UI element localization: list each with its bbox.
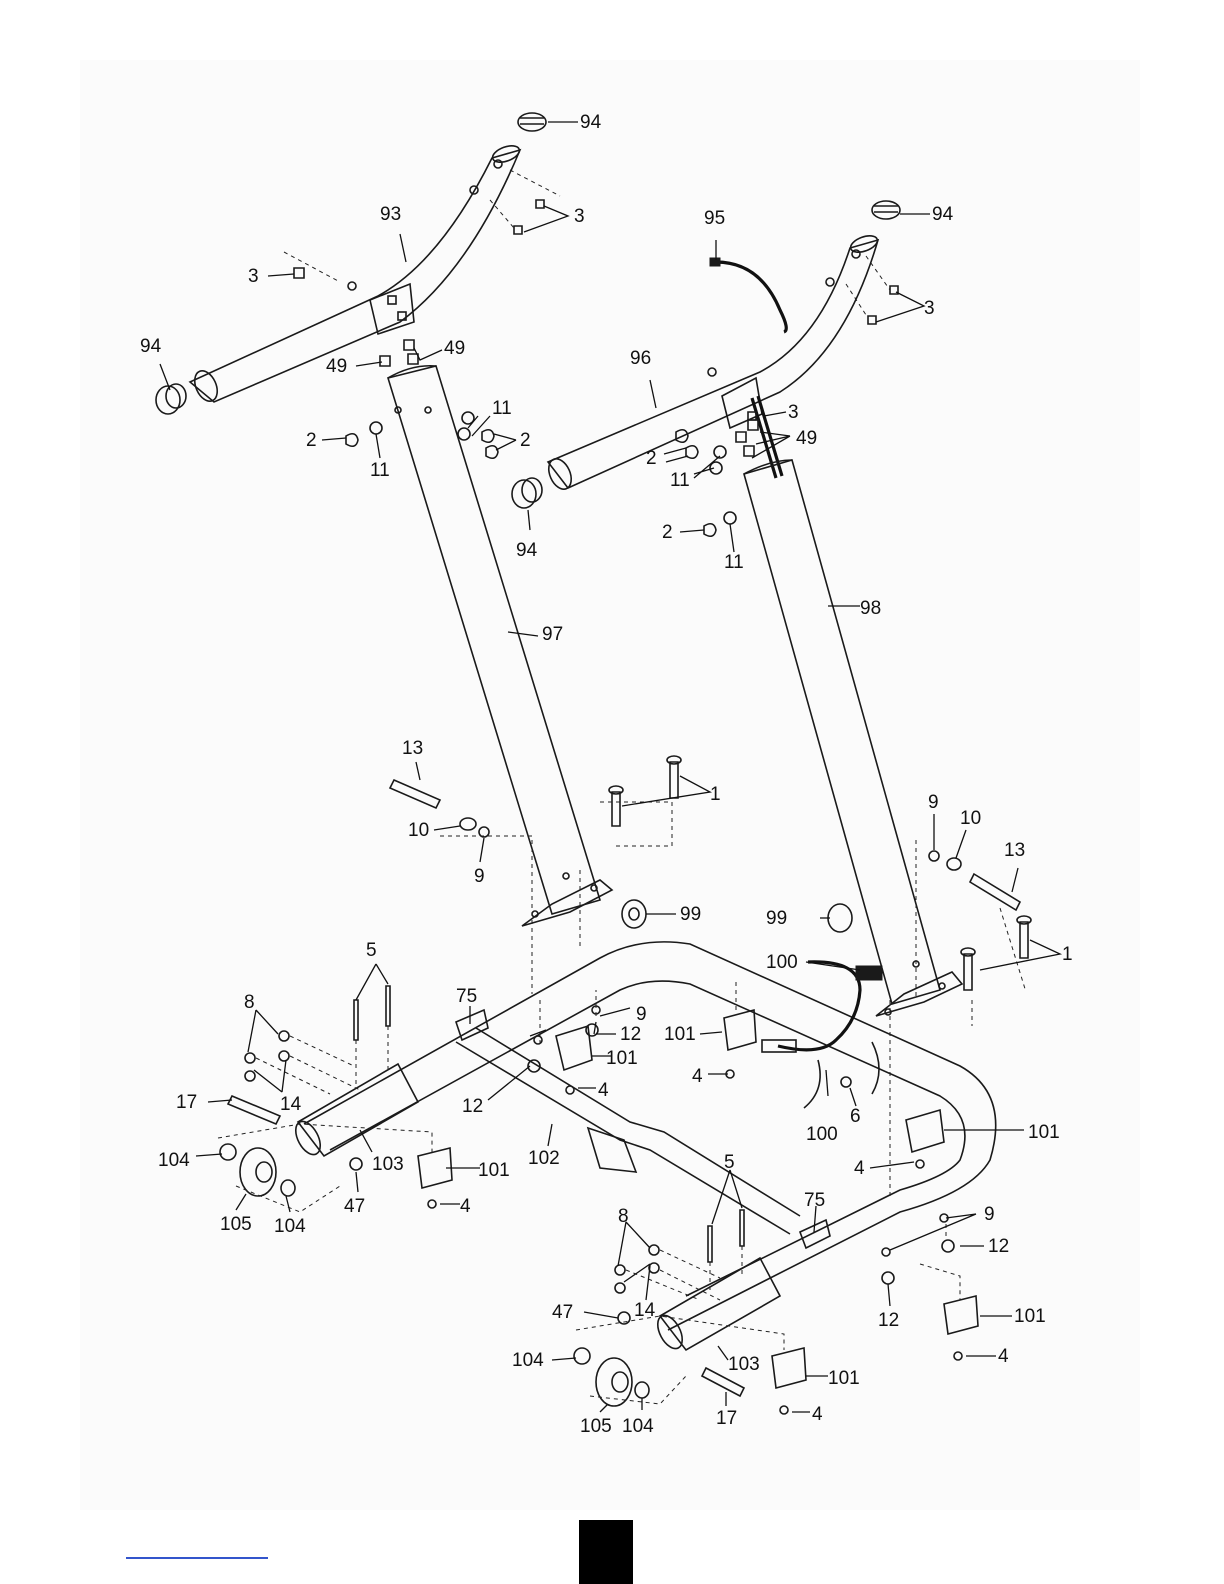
label-101: 101 xyxy=(1014,1306,1046,1327)
label-96: 96 xyxy=(630,348,651,369)
label-49: 49 xyxy=(444,338,465,359)
end-cap-94-left xyxy=(156,384,186,414)
label-75: 75 xyxy=(456,986,477,1007)
label-11: 11 xyxy=(492,398,512,419)
label-12: 12 xyxy=(988,1236,1009,1257)
crossbar-96 xyxy=(544,233,879,493)
label-12: 12 xyxy=(620,1024,641,1045)
end-cap-94-right xyxy=(512,478,542,508)
label-12: 12 xyxy=(462,1096,483,1117)
label-8: 8 xyxy=(244,992,255,1013)
label-4: 4 xyxy=(692,1066,703,1087)
label-99: 99 xyxy=(766,908,787,929)
label-2: 2 xyxy=(662,522,673,543)
label-11: 11 xyxy=(370,460,390,481)
label-102: 102 xyxy=(528,1148,560,1169)
label-17: 17 xyxy=(176,1092,197,1113)
label-98: 98 xyxy=(860,598,881,619)
label-13: 13 xyxy=(402,738,423,759)
label-94: 94 xyxy=(580,112,602,133)
label-9: 9 xyxy=(474,866,485,887)
label-105: 105 xyxy=(220,1214,252,1235)
label-6: 6 xyxy=(850,1106,861,1127)
label-99: 99 xyxy=(680,904,701,925)
label-104: 104 xyxy=(158,1150,190,1171)
label-11: 11 xyxy=(724,552,744,573)
label-12: 12 xyxy=(878,1310,899,1331)
label-94: 94 xyxy=(140,336,162,357)
label-9: 9 xyxy=(636,1004,647,1025)
label-4: 4 xyxy=(854,1158,865,1179)
assembly-guides-base xyxy=(218,980,960,1404)
label-1: 1 xyxy=(710,784,721,805)
label-93: 93 xyxy=(380,204,401,225)
upright-98 xyxy=(744,460,962,1016)
label-101: 101 xyxy=(664,1024,696,1045)
label-95: 95 xyxy=(704,208,725,229)
hardware-top xyxy=(294,200,898,536)
label-10: 10 xyxy=(960,808,981,829)
label-10: 10 xyxy=(408,820,429,841)
label-13: 13 xyxy=(1004,840,1025,861)
label-1: 1 xyxy=(1062,944,1073,965)
label-14: 14 xyxy=(634,1300,656,1321)
label-100: 100 xyxy=(766,952,798,973)
label-2: 2 xyxy=(306,430,317,451)
label-94: 94 xyxy=(932,204,954,225)
label-75: 75 xyxy=(804,1190,825,1211)
label-9: 9 xyxy=(928,792,939,813)
disc-99-left xyxy=(622,900,646,928)
label-4: 4 xyxy=(598,1080,609,1101)
crossbar-93 xyxy=(190,143,522,405)
part-labels: 94 94 3 93 3 95 3 94 49 49 96 11 3 2 2 4… xyxy=(140,112,1073,1437)
label-105: 105 xyxy=(580,1416,612,1437)
label-2: 2 xyxy=(646,448,657,469)
page-number-tab xyxy=(579,1520,633,1584)
label-14: 14 xyxy=(280,1094,302,1115)
label-5: 5 xyxy=(724,1152,735,1173)
label-4: 4 xyxy=(812,1404,823,1425)
label-47: 47 xyxy=(344,1196,365,1217)
label-3: 3 xyxy=(248,266,259,287)
label-103: 103 xyxy=(728,1354,760,1375)
label-2: 2 xyxy=(520,430,531,451)
label-47: 47 xyxy=(552,1302,573,1323)
label-101: 101 xyxy=(478,1160,510,1181)
label-104: 104 xyxy=(274,1216,306,1237)
label-17: 17 xyxy=(716,1408,737,1429)
label-11: 11 xyxy=(670,470,690,491)
label-104: 104 xyxy=(512,1350,544,1371)
label-4: 4 xyxy=(998,1346,1009,1367)
label-3: 3 xyxy=(788,402,799,423)
label-3: 3 xyxy=(574,206,585,227)
end-cap-94-top-left xyxy=(518,113,546,131)
label-8: 8 xyxy=(618,1206,629,1227)
label-104: 104 xyxy=(622,1416,654,1437)
label-101: 101 xyxy=(606,1048,638,1069)
label-5: 5 xyxy=(366,940,377,961)
label-49: 49 xyxy=(326,356,347,377)
label-49: 49 xyxy=(796,428,817,449)
end-cap-94-top-right xyxy=(872,201,900,219)
footer-link-underline[interactable] xyxy=(126,1557,268,1559)
disc-99-right xyxy=(828,904,852,932)
label-9: 9 xyxy=(984,1204,995,1225)
label-3: 3 xyxy=(924,298,935,319)
label-94: 94 xyxy=(516,540,538,561)
label-100: 100 xyxy=(806,1124,838,1145)
label-103: 103 xyxy=(372,1154,404,1175)
label-97: 97 xyxy=(542,624,563,645)
label-4: 4 xyxy=(460,1196,471,1217)
label-101: 101 xyxy=(828,1368,860,1389)
label-101: 101 xyxy=(1028,1122,1060,1143)
